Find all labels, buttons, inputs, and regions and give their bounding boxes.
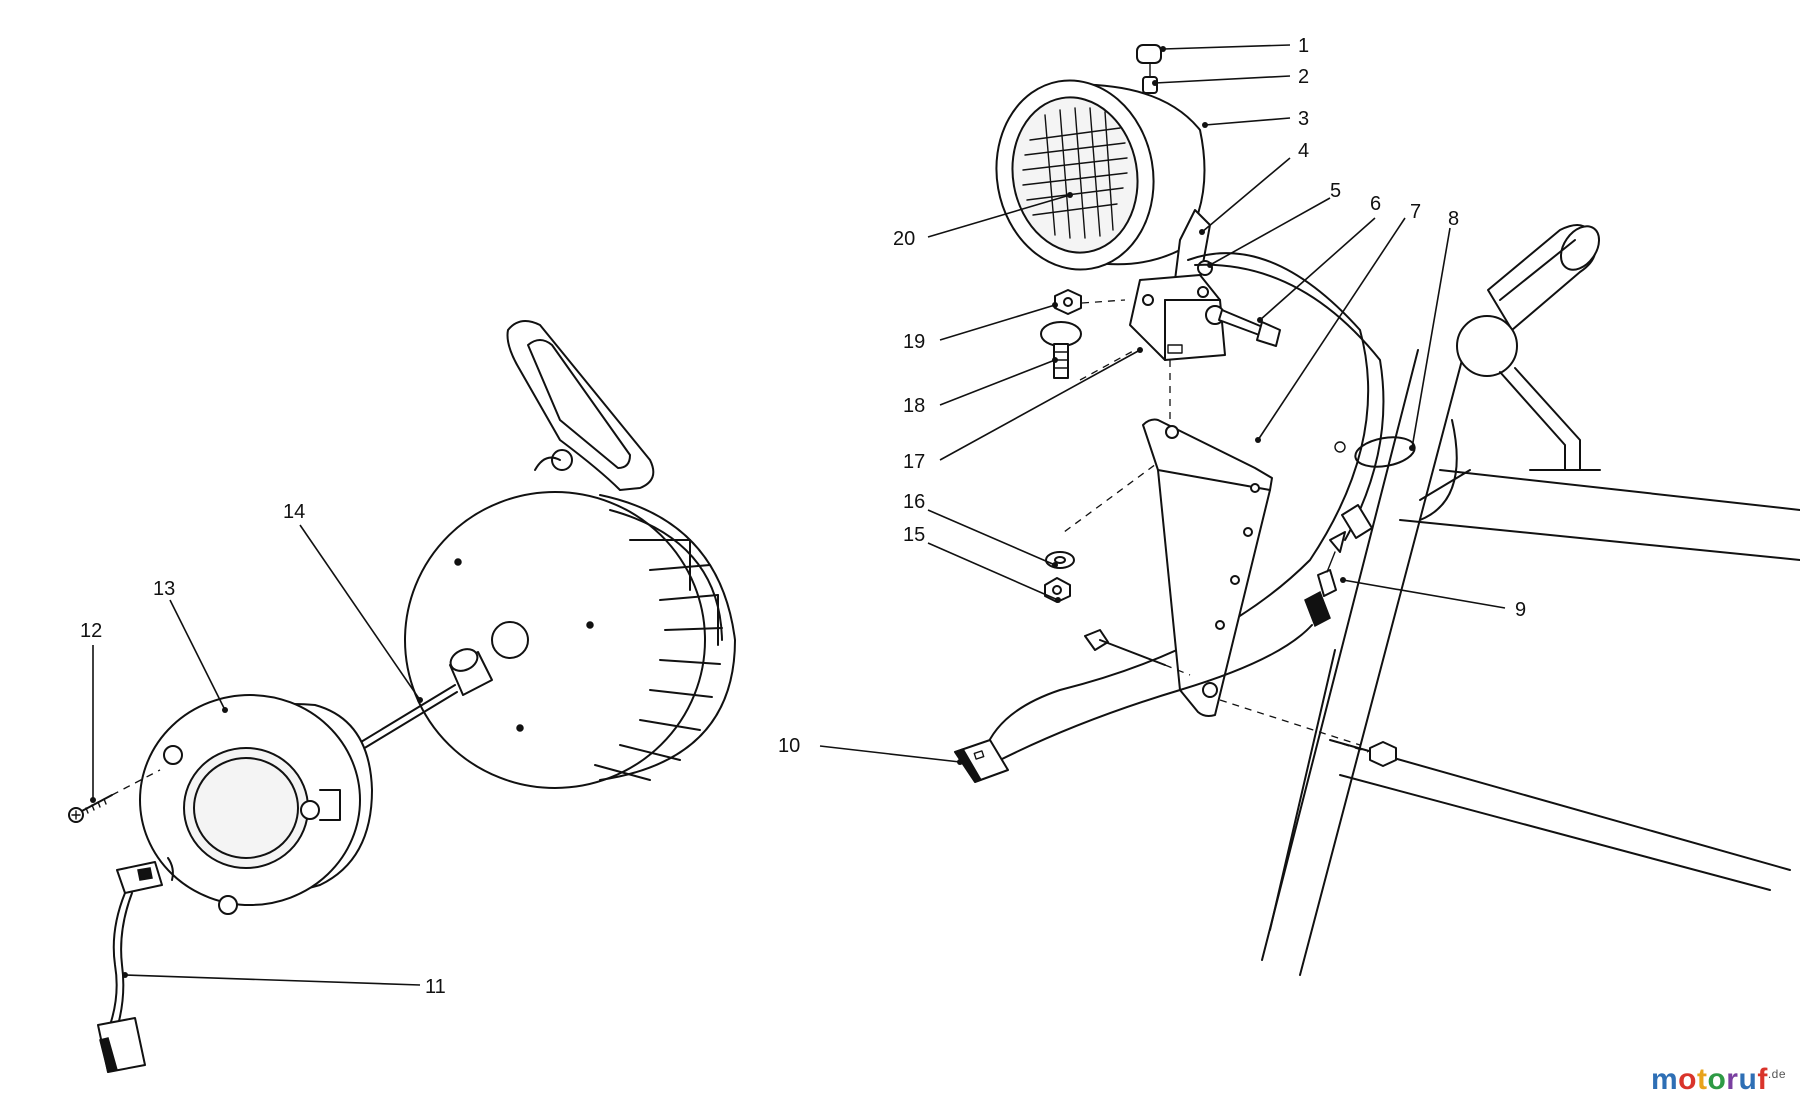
callout-16: 16 (903, 491, 925, 513)
watermark-letter: o (1707, 1063, 1727, 1096)
callout-14: 14 (283, 501, 305, 523)
callout-9: 9 (1515, 599, 1526, 621)
lens-grid (1022, 107, 1128, 239)
watermark-letter: o (1678, 1063, 1697, 1096)
watermark-letters: motoruf (1651, 1063, 1768, 1096)
callout-2: 2 (1298, 66, 1309, 88)
callout-6: 6 (1370, 193, 1381, 215)
callout-7: 7 (1410, 201, 1421, 223)
watermark-letter: r (1726, 1063, 1739, 1096)
callout-13: 13 (153, 578, 175, 600)
callout-20: 20 (893, 228, 915, 250)
callout-3: 3 (1298, 108, 1309, 130)
mounting-plate (1044, 418, 1397, 767)
callout-10: 10 (778, 735, 800, 757)
machine-frame (1261, 224, 1800, 976)
watermark-logo: motoruf.de (1651, 1063, 1786, 1097)
callout-1: 1 (1298, 35, 1309, 57)
watermark-letter: u (1738, 1063, 1758, 1096)
callout-18: 18 (903, 395, 925, 417)
screw (68, 769, 161, 823)
callout-19: 19 (903, 331, 925, 353)
callout-4: 4 (1298, 140, 1309, 162)
recoil-starter-housing (355, 320, 736, 789)
callout-17: 17 (903, 451, 925, 473)
watermark-letter: m (1650, 1063, 1679, 1096)
wiring-harness (953, 504, 1373, 783)
leader-lines (90, 44, 1506, 986)
watermark-letter: f (1757, 1063, 1768, 1096)
headlight-assembly (984, 44, 1416, 751)
callout-15: 15 (903, 524, 925, 546)
callout-12: 12 (80, 620, 102, 642)
callout-8: 8 (1448, 208, 1459, 230)
electric-starter (97, 694, 373, 1073)
watermark-letter: t (1696, 1063, 1708, 1096)
callout-11: 11 (425, 976, 446, 998)
watermark-suffix: .de (1767, 1067, 1786, 1081)
callout-labels: 1 2 3 4 5 6 7 8 9 10 11 12 13 14 15 16 1… (80, 35, 1526, 998)
callout-5: 5 (1330, 180, 1341, 202)
